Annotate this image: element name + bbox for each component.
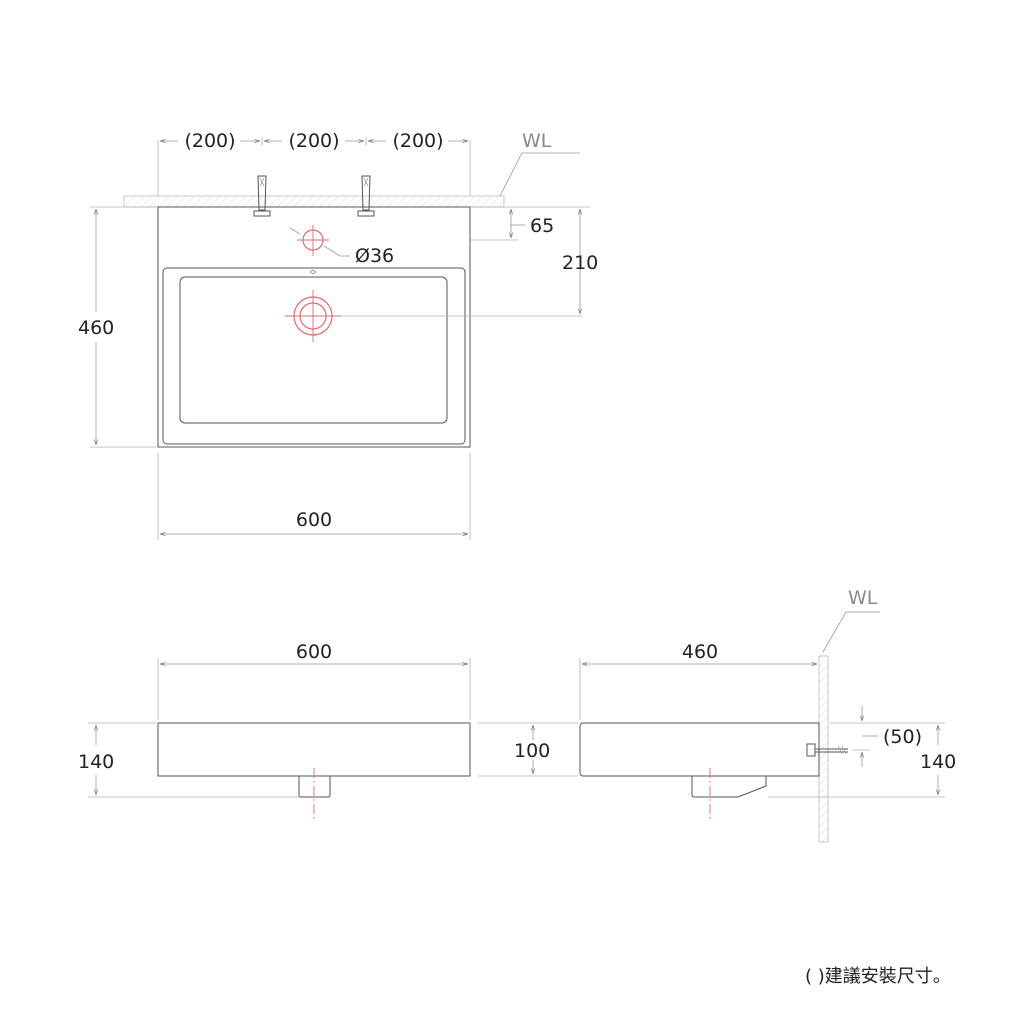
- front-height-label: 140: [78, 751, 114, 773]
- depth-label: 460: [78, 317, 114, 339]
- front-drain: [298, 776, 331, 798]
- side-height-label: 140: [920, 751, 956, 773]
- side-drain: [691, 776, 767, 798]
- faucet-offset-label: 65: [530, 215, 554, 237]
- footnote: ( )建議安裝尺寸。: [805, 966, 951, 987]
- bracket-head: [806, 743, 816, 757]
- faucet-left: [253, 175, 271, 217]
- drain-offset-label: 210: [562, 252, 598, 274]
- hole-diameter-label: Ø36: [355, 245, 394, 267]
- bowl-rim: [162, 267, 466, 445]
- side-bowl-height-label: 100: [514, 740, 550, 762]
- spacing-label-3: (200): [392, 130, 443, 152]
- side-basin-body: [579, 722, 820, 777]
- faucet-right: [357, 175, 375, 217]
- width-label: 600: [296, 509, 332, 531]
- side-view: WL 460 100 (50) 140: [478, 587, 956, 843]
- wall-label-side: WL: [848, 587, 878, 609]
- front-width-label: 600: [296, 641, 332, 663]
- top-view: (200) (200) (200) WL 65 210 Ø36 460 600: [78, 130, 598, 540]
- spacing-label-2: (200): [288, 130, 339, 152]
- spacing-label-1: (200): [184, 130, 235, 152]
- basin-outline: [157, 206, 471, 448]
- wall-label-top: WL: [522, 130, 552, 152]
- side-depth-label: 460: [682, 641, 718, 663]
- overflow-icon: [309, 269, 317, 275]
- front-view: 600 140: [78, 641, 471, 822]
- wall-hatch: [123, 195, 505, 208]
- bowl-inner: [179, 276, 448, 424]
- bracket-offset-label: (50): [883, 726, 922, 748]
